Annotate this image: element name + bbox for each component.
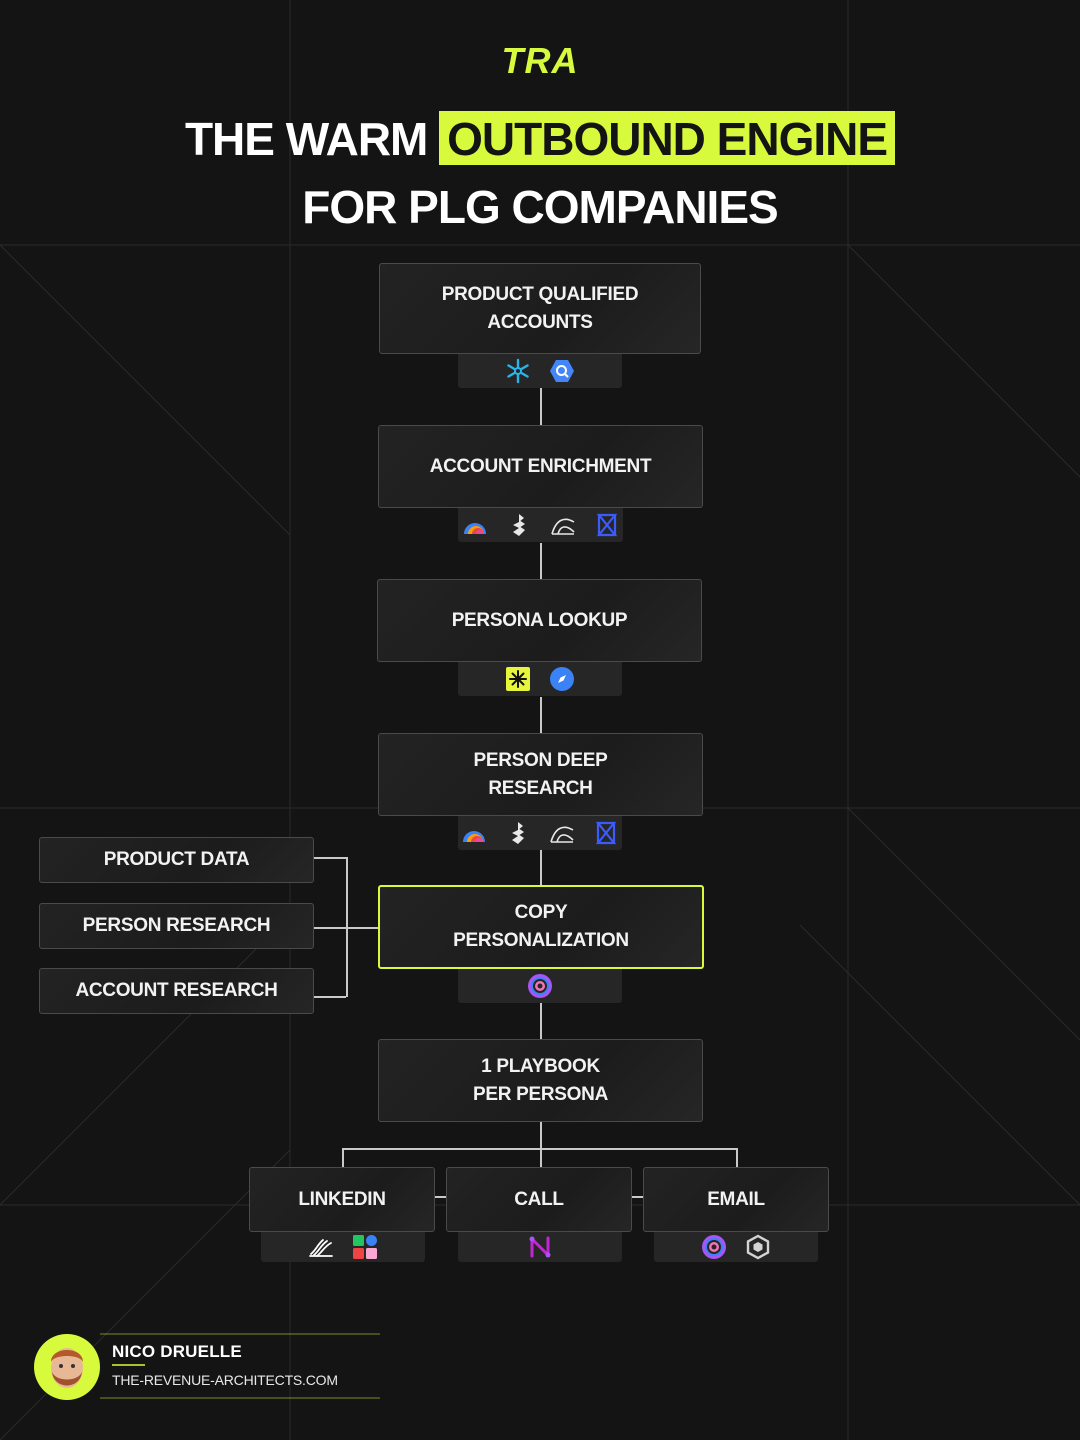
connector — [540, 850, 542, 886]
tools-strip — [261, 1232, 425, 1262]
input-product-data: PRODUCT DATA — [39, 837, 314, 883]
exa-icon — [594, 512, 620, 538]
connector — [540, 1122, 542, 1168]
connector — [346, 857, 348, 997]
step-persona-lookup: PERSONA LOOKUP — [377, 579, 702, 662]
page-title-line-1: THE WARM OUTBOUND ENGINE — [0, 111, 1080, 166]
connector — [342, 1148, 344, 1168]
avatar — [34, 1334, 100, 1400]
step-account-enrichment: ACCOUNT ENRICHMENT — [378, 425, 703, 508]
target-icon — [701, 1234, 727, 1260]
wave-icon — [308, 1234, 334, 1260]
step-person-deep-research: PERSON DEEP RESEARCH — [378, 733, 703, 816]
tools-strip — [458, 816, 622, 850]
channel-linkedin: LINKEDIN — [249, 1167, 435, 1232]
step-product-qualified-accounts: PRODUCT QUALIFIED ACCOUNTS — [379, 263, 701, 354]
tools-strip — [458, 662, 622, 696]
tools-strip — [458, 354, 622, 388]
perplexity-icon — [506, 512, 532, 538]
connector — [435, 1196, 446, 1198]
tools-strip — [654, 1232, 818, 1262]
author-name: NICO DRUELLE — [112, 1342, 242, 1361]
target-icon — [527, 973, 553, 999]
channel-call: CALL — [446, 1167, 632, 1232]
bigquery-icon — [549, 358, 575, 384]
connector — [540, 388, 542, 426]
title-prefix: THE WARM — [184, 113, 428, 165]
tools-strip — [458, 508, 623, 542]
tools-strip — [458, 1232, 622, 1262]
snowflake-icon — [505, 358, 531, 384]
zoominfo-icon — [505, 666, 531, 692]
step-copy-personalization: COPY PERSONALIZATION — [378, 885, 704, 969]
exa-icon — [593, 820, 619, 846]
connector — [540, 543, 542, 580]
clay-icon — [462, 512, 488, 538]
channel-email: EMAIL — [643, 1167, 829, 1232]
footer-divider — [100, 1333, 380, 1399]
connector — [540, 697, 542, 734]
connector — [632, 1196, 643, 1198]
perplexity-icon — [505, 820, 531, 846]
openai-icon — [549, 820, 575, 846]
connector — [342, 1148, 737, 1150]
page-title-line-2: FOR PLG COMPANIES — [302, 181, 778, 233]
connector — [314, 857, 346, 859]
input-person-research: PERSON RESEARCH — [39, 903, 314, 949]
openai-icon — [550, 512, 576, 538]
hex-icon — [745, 1234, 771, 1260]
title-highlight: OUTBOUND ENGINE — [439, 111, 896, 165]
connector — [314, 996, 346, 998]
clay-icon — [461, 820, 487, 846]
step-playbook-per-persona: 1 PLAYBOOK PER PERSONA — [378, 1039, 703, 1122]
input-account-research: ACCOUNT RESEARCH — [39, 968, 314, 1014]
compass-icon — [549, 666, 575, 692]
blocks-icon — [352, 1234, 378, 1260]
brand-logo: TRA — [501, 40, 579, 81]
connector — [736, 1148, 738, 1168]
n-logo-icon — [527, 1234, 553, 1260]
tools-strip — [458, 969, 622, 1003]
author-url[interactable]: THE-REVENUE-ARCHITECTS.COM — [112, 1372, 338, 1388]
connector — [540, 1002, 542, 1040]
